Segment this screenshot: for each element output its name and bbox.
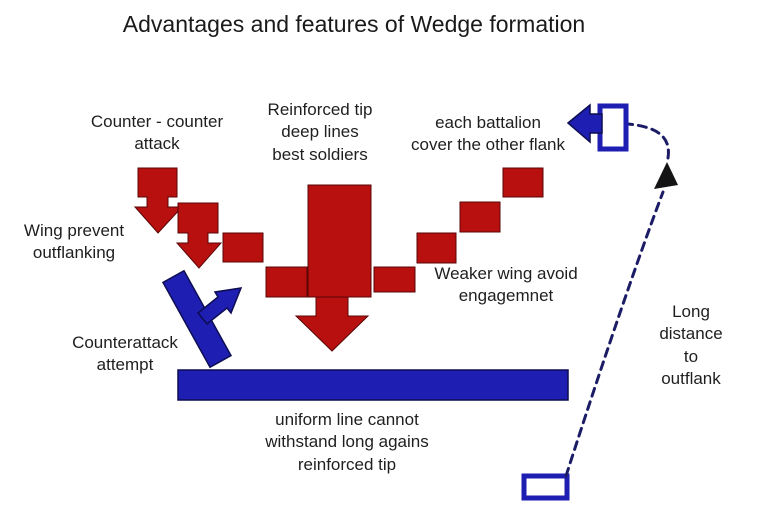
label-uniform-line: uniform line cannot withstand long again… <box>265 410 429 474</box>
red-unit-block <box>416 232 457 264</box>
red-reinforced-tip-column <box>307 184 372 298</box>
label-counterattack-attempt: Counterattack attempt <box>72 333 178 375</box>
label-weaker-wing: Weaker wing avoid engagemnet <box>434 264 578 306</box>
diagram-title: Advantages and features of Wedge formati… <box>122 11 586 37</box>
outflank-route-dashed-path <box>626 122 670 160</box>
blue-flank-marker-start <box>521 473 570 501</box>
blue-flank-marker-end <box>597 103 629 152</box>
label-reinforced-tip: Reinforced tip deep lines best soldiers <box>267 100 373 164</box>
outflank-route-dashed-path <box>564 190 665 478</box>
red-attack-arrow-icon <box>133 167 184 234</box>
blue-flank-attack-arrow-icon <box>566 103 603 144</box>
label-long-distance: Long distance to outflank <box>659 302 723 389</box>
label-counter-counter-attack: Counter - counter attack <box>90 112 224 154</box>
label-wing-prevent-outflanking: Wing prevent outflanking <box>23 221 125 263</box>
blue-uniform-line-bar <box>177 369 569 401</box>
blue-counterattack-arrow-icon <box>196 287 243 326</box>
route-arrowhead-icon <box>654 162 678 189</box>
red-unit-block <box>459 201 501 233</box>
label-each-battalion: each battalion cover the other flank <box>410 113 566 155</box>
red-unit-block <box>265 266 308 298</box>
red-unit-block <box>373 266 416 293</box>
red-tip-arrow-icon <box>294 296 370 352</box>
red-unit-block <box>222 232 264 263</box>
red-unit-block <box>502 167 544 198</box>
red-attack-arrow-icon <box>175 202 223 269</box>
